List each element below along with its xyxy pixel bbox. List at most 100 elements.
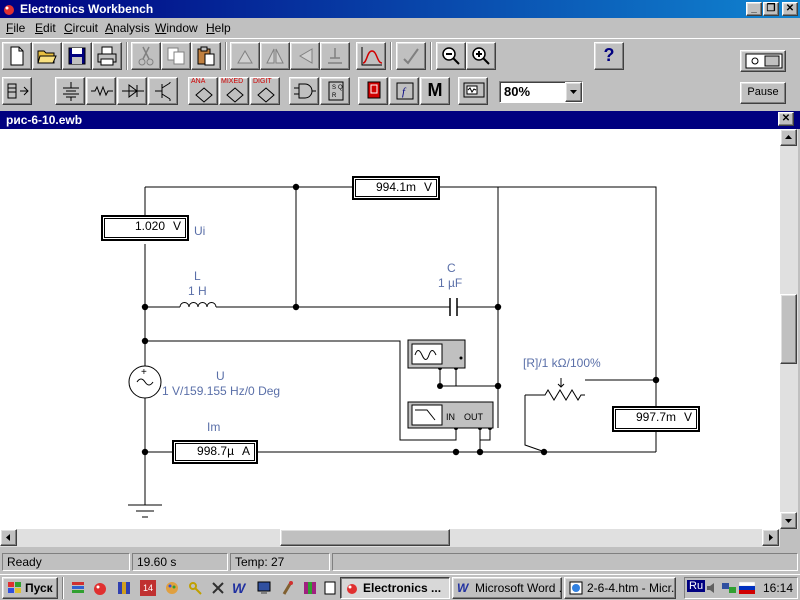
- horizontal-scroll-thumb[interactable]: [280, 529, 450, 546]
- menu-file[interactable]: File: [6, 21, 26, 35]
- indicators-bin-button[interactable]: [358, 77, 388, 105]
- resistor-icon: [91, 85, 113, 97]
- quicklaunch-word-icon[interactable]: W: [232, 580, 246, 596]
- window-title: Electronics Workbench: [20, 2, 154, 16]
- digital-ics-bin-button[interactable]: DIGIT: [250, 77, 280, 105]
- diodes-bin-button[interactable]: [117, 77, 147, 105]
- menu-help[interactable]: Help: [206, 21, 231, 35]
- voltmeter-ui[interactable]: 1.020 V: [101, 215, 189, 241]
- vertical-scroll-thumb[interactable]: [780, 294, 797, 364]
- controls-bin-button[interactable]: f: [389, 77, 419, 105]
- quicklaunch-monitor-icon[interactable]: [256, 580, 272, 596]
- quicklaunch-stack-icon[interactable]: [70, 580, 86, 596]
- task-browser[interactable]: 2-6-4.htm - Micr...: [564, 577, 676, 599]
- ammeter-im[interactable]: 998.7µ A: [172, 440, 258, 464]
- digital-ic-icon: [257, 87, 275, 103]
- zoom-in-button[interactable]: [466, 42, 496, 70]
- quicklaunch-key-icon[interactable]: [188, 580, 204, 596]
- rotate-button[interactable]: [230, 42, 260, 70]
- cut-button[interactable]: [131, 42, 161, 70]
- start-label: Пуск: [25, 581, 53, 595]
- quicklaunch-app-icon[interactable]: [92, 580, 108, 596]
- paste-button[interactable]: [191, 42, 221, 70]
- save-button[interactable]: [62, 42, 92, 70]
- subcircuit-button[interactable]: [320, 42, 350, 70]
- zoom-out-button[interactable]: [436, 42, 466, 70]
- quicklaunch-tools-icon[interactable]: [210, 580, 226, 596]
- quicklaunch-brush-icon[interactable]: [280, 580, 296, 596]
- capacitor-name: C: [447, 261, 456, 275]
- horizontal-scrollbar[interactable]: [0, 529, 780, 547]
- windows-logo-icon: [8, 582, 21, 593]
- status-time: 19.60 s: [132, 553, 228, 571]
- new-file-button[interactable]: [2, 42, 32, 70]
- voltmeter-right[interactable]: 997.7m V: [612, 406, 700, 432]
- menu-analysis[interactable]: Analysis: [105, 21, 150, 35]
- quicklaunch-archive-icon[interactable]: [302, 580, 318, 596]
- copy-button[interactable]: [161, 42, 191, 70]
- pause-button[interactable]: Pause: [740, 82, 786, 104]
- minimize-button[interactable]: _: [746, 2, 762, 16]
- language-indicator[interactable]: Ru: [687, 580, 706, 592]
- quicklaunch-doc-icon[interactable]: [322, 580, 338, 596]
- flip-horizontal-button[interactable]: [260, 42, 290, 70]
- quicklaunch-books-icon[interactable]: [116, 580, 132, 596]
- russian-flag-icon[interactable]: [739, 581, 755, 595]
- basic-bin-button[interactable]: [86, 77, 116, 105]
- main-toolbar: 80% ?: [0, 38, 800, 103]
- clock[interactable]: 16:14: [763, 581, 794, 595]
- voltmeter-top-value: 994.1m: [375, 180, 416, 194]
- bode-out-label: OUT: [464, 412, 483, 422]
- favorites-bin-button[interactable]: [2, 77, 32, 105]
- task-microsoft-word[interactable]: W Microsoft Word ...: [452, 577, 562, 599]
- open-file-button[interactable]: [32, 42, 62, 70]
- voltmeter-top[interactable]: 994.1m V: [352, 176, 440, 200]
- print-button[interactable]: [92, 42, 122, 70]
- quicklaunch-palette-icon[interactable]: [164, 580, 180, 596]
- chevron-down-icon[interactable]: [565, 82, 582, 102]
- analog-ics-bin-button[interactable]: ANA: [188, 77, 218, 105]
- copy-icon: [167, 47, 185, 65]
- flip-horizontal-icon: [266, 48, 284, 64]
- transistors-bin-button[interactable]: [148, 77, 178, 105]
- window-titlebar[interactable]: Electronics Workbench _ ❐ ✕: [0, 0, 800, 18]
- flip-vertical-button[interactable]: [290, 42, 320, 70]
- task-electronics-workbench[interactable]: Electronics ...: [340, 577, 450, 599]
- menu-window[interactable]: Window: [155, 21, 198, 35]
- browser-icon: [569, 581, 583, 595]
- favorites-icon: [7, 83, 29, 99]
- scroll-right-button[interactable]: [762, 529, 779, 546]
- document-titlebar[interactable]: рис-6-10.ewb ✕: [0, 111, 800, 129]
- network-icon[interactable]: [721, 581, 737, 595]
- subcircuit-icon: [328, 48, 342, 64]
- close-button[interactable]: ✕: [782, 2, 798, 16]
- power-switch[interactable]: [740, 50, 786, 72]
- document-close-button[interactable]: ✕: [778, 112, 794, 126]
- instruments-bin-button[interactable]: [458, 77, 488, 105]
- quicklaunch-calendar-icon[interactable]: 14: [140, 580, 156, 596]
- scroll-left-button[interactable]: [0, 529, 17, 546]
- voltmeter-ui-value: 1.020: [134, 219, 165, 233]
- menu-circuit[interactable]: Circuit: [64, 21, 99, 35]
- power-switch-icon: [745, 53, 783, 69]
- word-icon: W: [457, 581, 469, 595]
- help-button[interactable]: ?: [594, 42, 624, 70]
- zoom-select[interactable]: 80%: [499, 81, 583, 103]
- vertical-scrollbar[interactable]: [780, 129, 798, 529]
- sources-bin-button[interactable]: [55, 77, 85, 105]
- restore-button[interactable]: ❐: [763, 2, 779, 16]
- menu-edit[interactable]: Edit: [35, 21, 56, 35]
- scroll-down-button[interactable]: [780, 512, 797, 529]
- logic-gates-bin-button[interactable]: [289, 77, 319, 105]
- open-folder-icon: [37, 50, 57, 64]
- circuit-canvas[interactable]: + 994.1m V 1.020 V 998.7µ A: [0, 129, 780, 529]
- mixed-ics-bin-button[interactable]: MIXED: [219, 77, 249, 105]
- scroll-up-button[interactable]: [780, 129, 797, 146]
- start-button[interactable]: Пуск: [2, 577, 58, 599]
- miscellaneous-bin-button[interactable]: M: [420, 77, 450, 105]
- speaker-icon[interactable]: [705, 581, 719, 595]
- component-properties-button[interactable]: [396, 42, 426, 70]
- graph-button[interactable]: [356, 42, 386, 70]
